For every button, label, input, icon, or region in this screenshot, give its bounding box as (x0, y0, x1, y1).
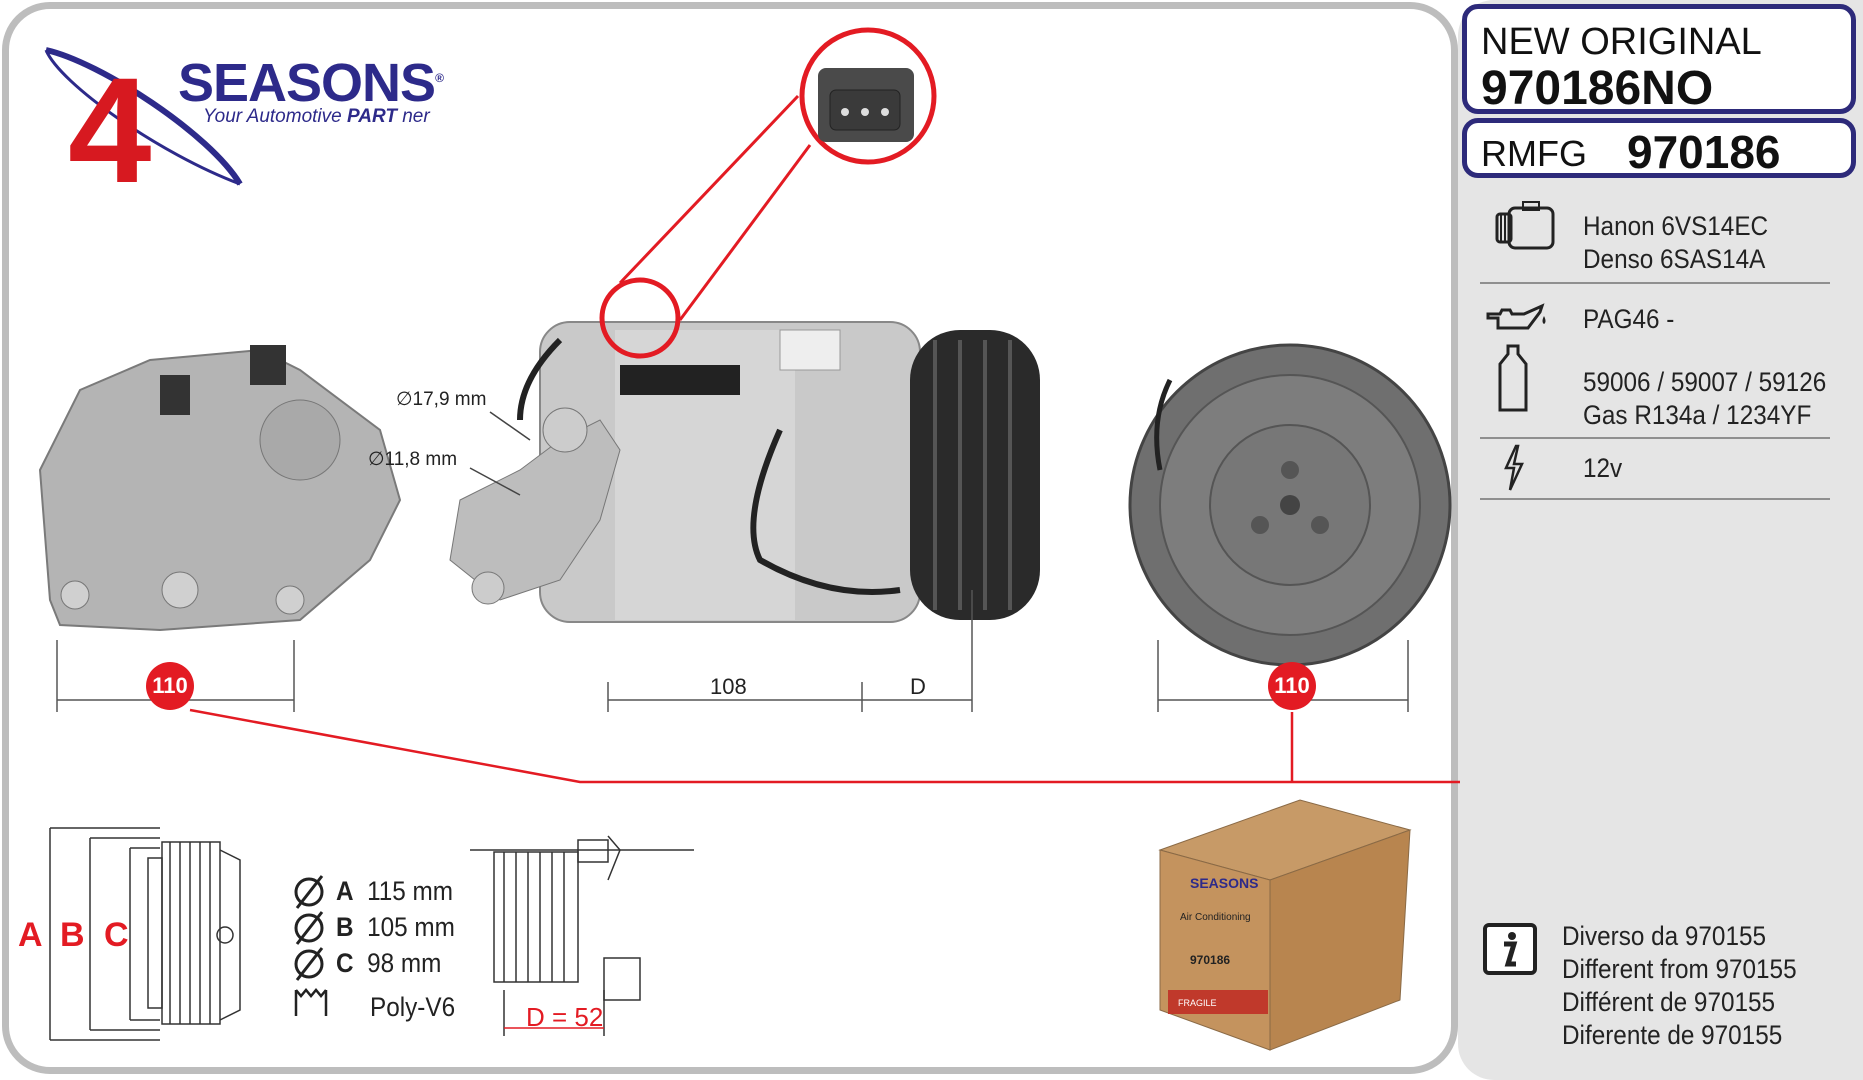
spec-divider (1480, 498, 1830, 500)
rmfg-box: RMFG 970186 (1462, 118, 1856, 178)
pulley-depth-label: D = 52 (526, 1002, 604, 1032)
belt-type: Poly-V6 (370, 992, 456, 1022)
pulley-b-row: B 105 mm (336, 912, 455, 942)
logo-numeral: 4 (68, 46, 151, 194)
length-label: 108 (710, 674, 747, 699)
diff-en: Different from 970155 (1562, 954, 1797, 984)
pulley-label-b: B (60, 916, 85, 954)
oil-can-icon (1486, 303, 1546, 330)
pulley-diagram (49, 827, 694, 1041)
compressor-side-view (449, 321, 1040, 623)
gas-line-2: Gas R134a / 1234YF (1583, 400, 1812, 430)
logo-brand-text: SEASONS® (178, 53, 444, 113)
box-fragile: FRAGILE (1178, 998, 1217, 1008)
port-large-label: ∅17,9 mm (396, 389, 487, 410)
logo-tagline: Your Automotive PART ner (203, 106, 430, 127)
new-original-code: 970186NO (1481, 62, 1714, 115)
port-small-label: ∅11,8 mm (368, 449, 458, 470)
compressor-line-2: Denso 6SAS14A (1583, 244, 1766, 274)
oil-bottle-icon (1498, 344, 1528, 412)
product-illustration: SEASONS Air Conditioning 970186 FRAGILE (38, 27, 1460, 1051)
box-subtitle: Air Conditioning (1180, 912, 1251, 923)
info-icon (1483, 923, 1537, 975)
lightning-bolt-icon (1504, 444, 1524, 491)
poly-v-icon (294, 988, 328, 1016)
new-original-label: NEW ORIGINAL (1481, 21, 1762, 63)
rmfg-label: RMFG (1481, 133, 1587, 174)
new-original-box: NEW ORIGINAL 970186NO (1462, 4, 1856, 115)
spec-divider (1480, 437, 1830, 439)
width-badge-left: 110 (146, 662, 194, 710)
diff-fr: Différent de 970155 (1562, 987, 1776, 1017)
compressor-front-view (1128, 343, 1452, 667)
pulley-label-a: A (18, 916, 43, 954)
logo-swoosh-icon: 4 (44, 46, 243, 194)
connector-zoom (599, 27, 937, 359)
box-part: 970186 (1190, 953, 1230, 967)
spec-divider (1480, 282, 1830, 284)
compressor-icon (1495, 201, 1555, 250)
depth-label: D (910, 674, 926, 699)
compressor-line-1: Hanon 6VS14EC (1583, 211, 1769, 241)
oil-type: PAG46 - (1583, 304, 1675, 334)
difference-note: Diverso da 970155 Different from 970155 … (1562, 920, 1797, 1052)
diameter-symbols (294, 875, 324, 981)
gas-line-1: 59006 / 59007 / 59126 (1583, 367, 1827, 397)
rmfg-code: 970186 (1627, 126, 1781, 178)
width-badge-right: 110 (1268, 662, 1316, 710)
pulley-label-c: C (104, 916, 129, 954)
diff-es: Diferente de 970155 (1562, 1020, 1783, 1050)
diff-it: Diverso da 970155 (1562, 921, 1766, 951)
voltage: 12v (1583, 453, 1623, 483)
pulley-c-row: C 98 mm (336, 948, 442, 978)
pulley-a-row: A 115 mm (336, 876, 454, 906)
spec-panel (1458, 0, 1863, 1080)
product-box: SEASONS Air Conditioning 970186 FRAGILE (1158, 799, 1412, 1051)
box-brand: SEASONS (1190, 875, 1258, 891)
compressor-rear-view (38, 345, 402, 632)
